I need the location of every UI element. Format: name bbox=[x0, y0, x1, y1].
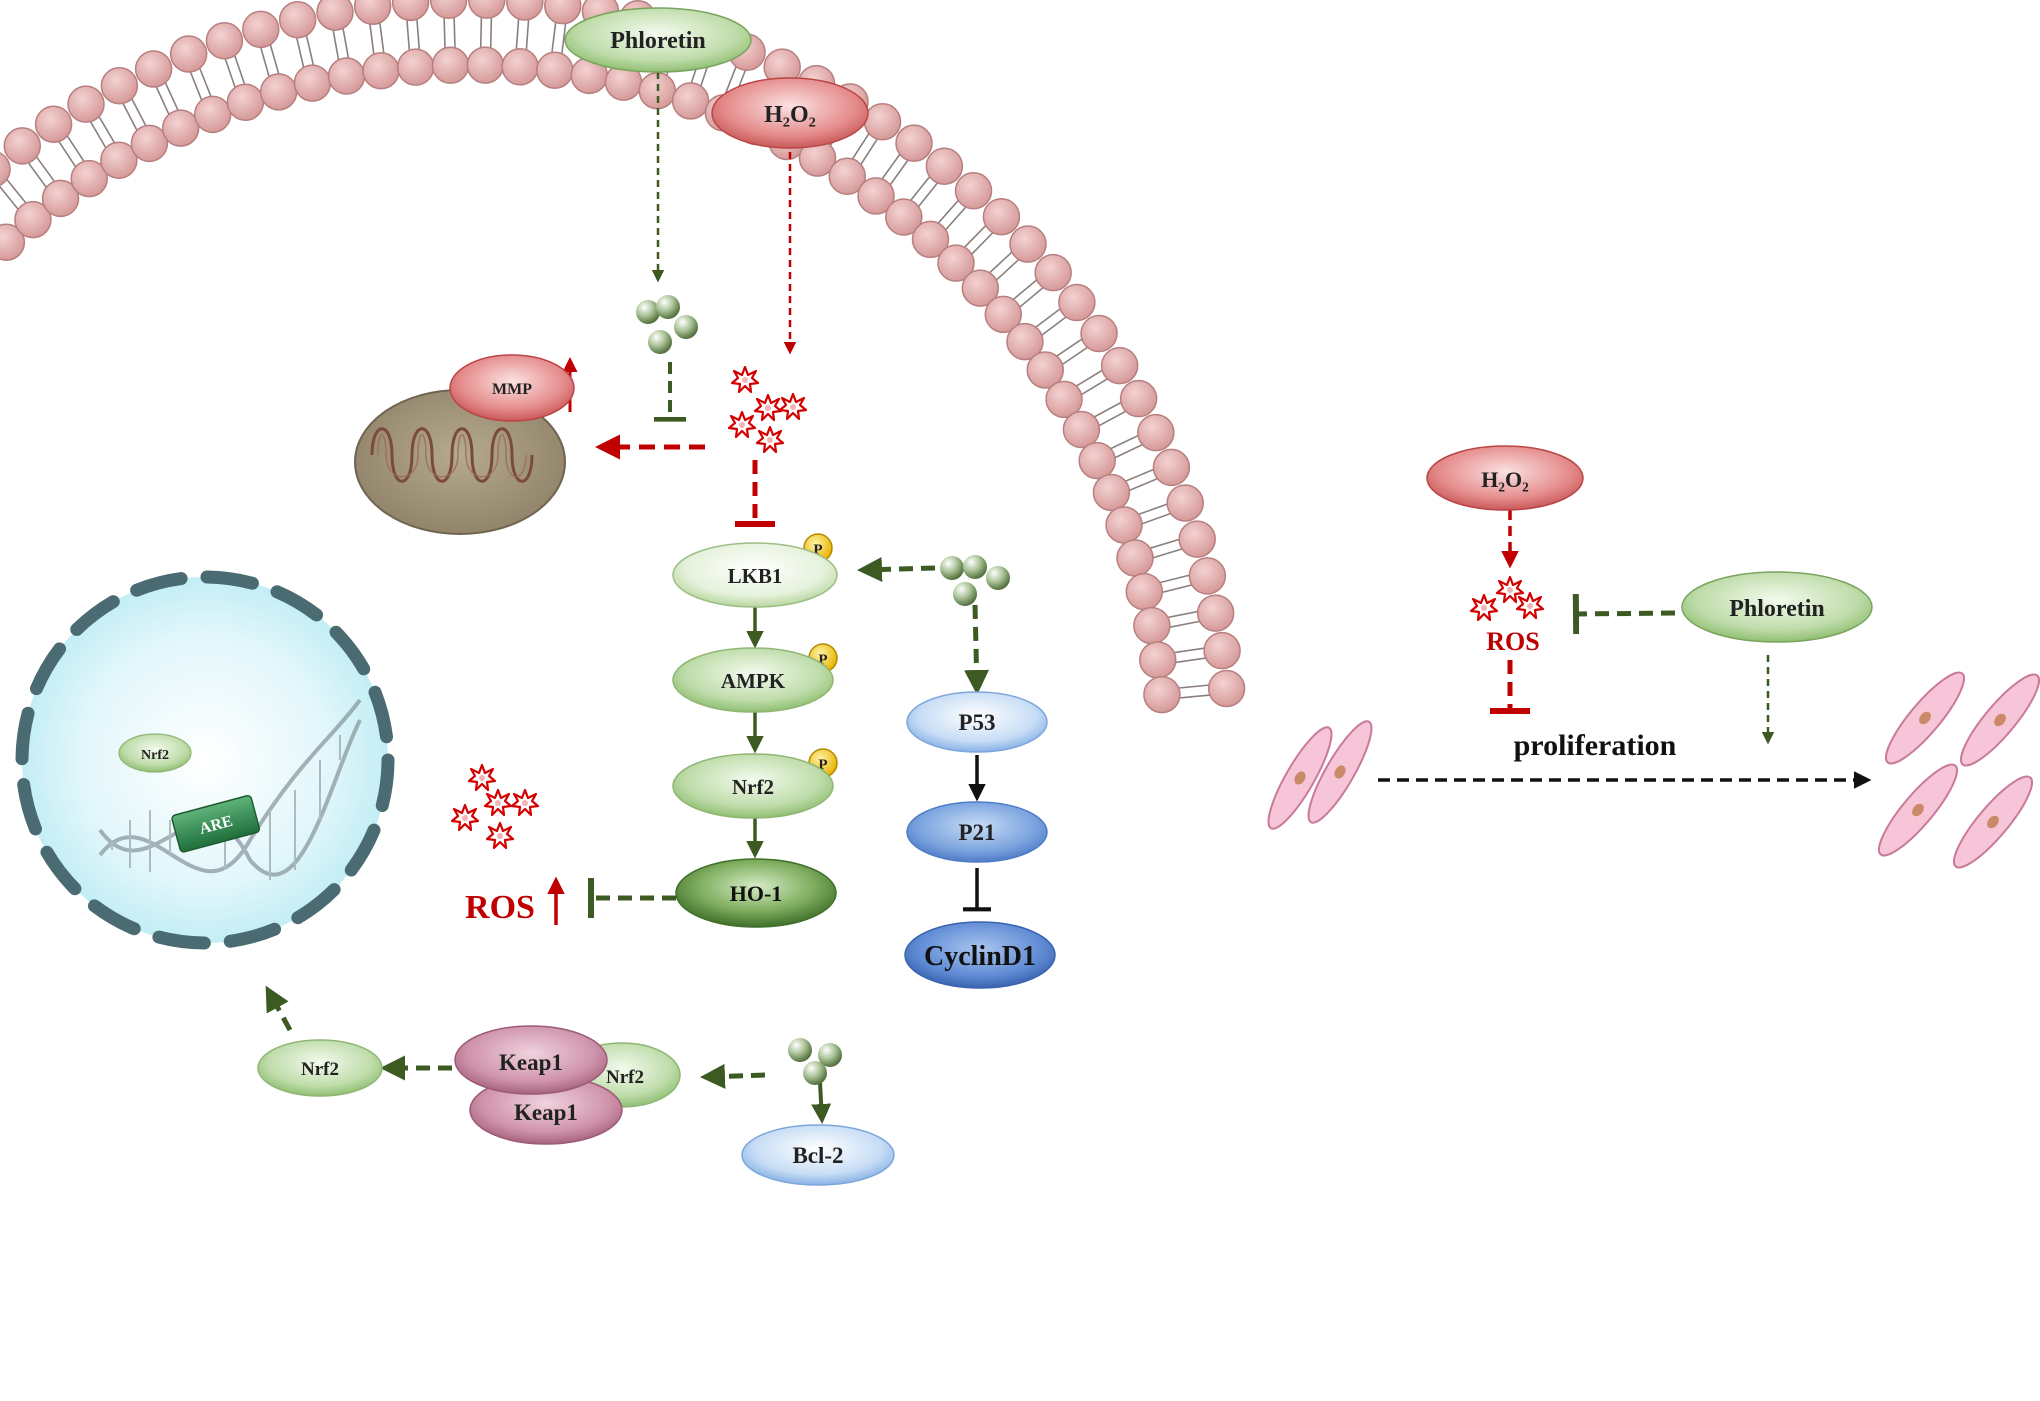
svg-text:Phloretin: Phloretin bbox=[1729, 596, 1825, 622]
node-p53: P53 bbox=[906, 691, 1048, 753]
lipid bbox=[1105, 484, 1204, 544]
svg-text:Bcl-2: Bcl-2 bbox=[792, 1143, 843, 1168]
lipid bbox=[100, 66, 169, 163]
cells-before-icon bbox=[1267, 720, 1373, 830]
lipid bbox=[536, 0, 582, 89]
lipid bbox=[1143, 669, 1246, 714]
arrow-beads-to-keap1-complex bbox=[700, 1063, 766, 1089]
lipid bbox=[3, 127, 80, 218]
label-ros-right: ROS bbox=[1486, 627, 1539, 656]
lipid bbox=[1125, 557, 1227, 611]
phloretin-beads-middle bbox=[940, 555, 1010, 606]
lipid bbox=[34, 105, 108, 198]
node-phloretin-top: Phloretin bbox=[564, 7, 752, 73]
lipid bbox=[67, 85, 138, 179]
cell-membrane bbox=[0, 0, 1246, 714]
lipid bbox=[961, 225, 1047, 307]
inhibit-phloretin-to-ros bbox=[1572, 593, 1676, 635]
node-cyclind1: CyclinD1 bbox=[904, 921, 1056, 989]
lipid bbox=[984, 253, 1072, 334]
lipid bbox=[316, 0, 366, 95]
lipid bbox=[205, 22, 265, 122]
lipid bbox=[857, 124, 933, 215]
lipid bbox=[0, 223, 26, 261]
node-mmp: MMP bbox=[449, 354, 575, 422]
ros-bursts-left bbox=[450, 763, 540, 850]
node-nucleus-nrf2: Nrf2 bbox=[118, 733, 192, 773]
svg-text:HO-1: HO-1 bbox=[730, 881, 783, 906]
phospho-badges: P P P bbox=[803, 533, 838, 778]
arrow-beads-to-bcl2 bbox=[811, 1081, 832, 1124]
lipid bbox=[353, 0, 400, 90]
lipid bbox=[278, 1, 332, 102]
svg-text:H₂O₂: H₂O₂ bbox=[1481, 467, 1529, 492]
svg-text:P: P bbox=[813, 542, 822, 558]
svg-text:Nrf2: Nrf2 bbox=[141, 748, 169, 763]
node-phloretin-right: Phloretin bbox=[1681, 571, 1873, 643]
lipid bbox=[937, 197, 1021, 282]
lipid bbox=[1092, 448, 1191, 512]
lipid bbox=[429, 0, 470, 85]
node-h2o2-top: H₂O₂ bbox=[711, 77, 869, 149]
arrow-beads-to-p53 bbox=[964, 604, 990, 695]
lipid bbox=[1045, 346, 1139, 419]
node-p21: P21 bbox=[906, 801, 1048, 863]
svg-text:Nrf2: Nrf2 bbox=[732, 775, 774, 799]
lipid bbox=[911, 171, 993, 259]
svg-text:P: P bbox=[818, 757, 827, 773]
node-keap1-complex: Nrf2 Keap1 Keap1 bbox=[454, 1025, 681, 1145]
lipid bbox=[1062, 379, 1158, 449]
lipid bbox=[885, 147, 964, 236]
arrow-nrf2-to-nucleus bbox=[265, 985, 293, 1032]
node-h2o2-right: H₂O₂ bbox=[1426, 445, 1584, 511]
cells-after-icon bbox=[1877, 671, 2040, 869]
node-keap1-bottom-label: Keap1 bbox=[514, 1100, 578, 1125]
lipid bbox=[1133, 594, 1235, 645]
phloretin-beads-top bbox=[636, 295, 698, 354]
ros-bursts-top bbox=[727, 365, 808, 454]
svg-text:proliferation: proliferation bbox=[1514, 729, 1677, 762]
svg-text:ROS: ROS bbox=[465, 889, 535, 926]
svg-text:H₂O₂: H₂O₂ bbox=[764, 102, 816, 128]
svg-text:MMP: MMP bbox=[492, 381, 532, 398]
node-bcl2: Bcl-2 bbox=[741, 1124, 895, 1186]
phloretin-beads-bottom bbox=[788, 1038, 842, 1085]
lipid bbox=[1078, 413, 1175, 480]
svg-text:AMPK: AMPK bbox=[721, 669, 786, 693]
lipid bbox=[1026, 314, 1118, 389]
lipid bbox=[0, 152, 52, 239]
node-nrf2-free: Nrf2 bbox=[257, 1039, 383, 1097]
lipid bbox=[391, 0, 435, 86]
node-nrf2-bound-label: Nrf2 bbox=[606, 1067, 644, 1088]
svg-text:CyclinD1: CyclinD1 bbox=[924, 941, 1036, 972]
lipid bbox=[828, 102, 902, 196]
nucleus bbox=[15, 570, 395, 950]
node-ho1: HO-1 bbox=[675, 858, 837, 928]
node-lkb1: LKB1 bbox=[672, 542, 838, 608]
lipid bbox=[466, 0, 506, 84]
node-nrf2-phospho: Nrf2 bbox=[672, 753, 834, 819]
svg-text:Phloretin: Phloretin bbox=[610, 28, 706, 54]
svg-text:LKB1: LKB1 bbox=[728, 564, 783, 588]
lipid bbox=[242, 10, 298, 111]
svg-text:P53: P53 bbox=[958, 710, 995, 735]
node-keap1-top-label: Keap1 bbox=[499, 1050, 563, 1075]
arrow-beads-to-lkb1 bbox=[857, 556, 936, 582]
svg-text:P21: P21 bbox=[958, 820, 995, 845]
svg-text:ROS: ROS bbox=[1486, 627, 1539, 656]
node-are: ARE bbox=[171, 794, 261, 853]
lipid bbox=[1006, 283, 1096, 361]
lipid bbox=[134, 50, 200, 147]
ros-bursts-right bbox=[1469, 575, 1545, 622]
label-ros-left: ROS bbox=[465, 889, 535, 926]
node-keap1-top-shape bbox=[454, 1025, 608, 1095]
svg-text:P: P bbox=[818, 652, 827, 668]
lipid bbox=[169, 35, 232, 134]
svg-text:Nrf2: Nrf2 bbox=[301, 1059, 339, 1080]
node-ampk: AMPK bbox=[672, 647, 834, 713]
label-proliferation: proliferation bbox=[1514, 729, 1677, 762]
